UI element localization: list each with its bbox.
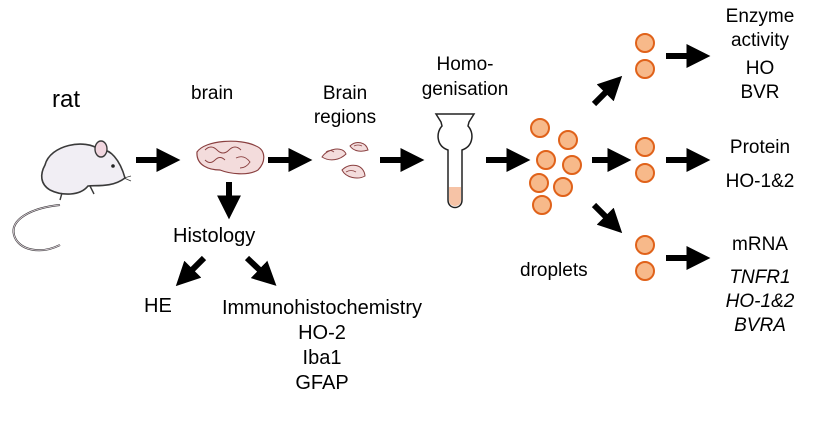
droplets — [529, 33, 655, 281]
droplet-icon — [635, 163, 655, 183]
droplet-icon — [635, 261, 655, 281]
droplet-icon — [553, 177, 573, 197]
protein-line-1: Protein — [729, 137, 791, 158]
droplet-icon — [536, 150, 556, 170]
immunohistochemistry-label: Immunohistochemistry HO-2 Iba1 GFAP — [205, 296, 439, 396]
droplet-icon — [635, 137, 655, 157]
protein-label: Protein HO-1&2 — [705, 136, 815, 194]
homogenisation-label: Homo- genisation — [410, 52, 520, 102]
mrna-title: mRNA — [732, 234, 788, 255]
rat-label: rat — [52, 86, 81, 113]
histology-label: Histology — [173, 225, 256, 247]
enzyme-line-1: Enzyme — [725, 6, 795, 27]
droplet-icon — [635, 235, 655, 255]
enzyme-target-bvr: BVR — [740, 82, 780, 103]
arrow-histology-to-he — [175, 255, 207, 287]
enzyme-target-ho: HO — [745, 58, 775, 79]
enzyme-activity-label: Enzyme activity HO BVR — [705, 5, 815, 105]
brain-regions-line-2: regions — [313, 107, 377, 128]
droplet-icon — [635, 59, 655, 79]
homogenisation-line-2: genisation — [421, 79, 509, 100]
arrow-histology-to-immuno — [244, 255, 277, 286]
droplet-icon — [532, 195, 552, 215]
mrna-gene-ho12: HO-1&2 — [725, 291, 795, 312]
brain-label: brain — [191, 83, 234, 104]
mrna-label: mRNA TNFR1 HO-1&2 BVRA — [705, 233, 815, 338]
brain-regions-icon — [321, 142, 369, 179]
arrows — [136, 44, 711, 287]
droplets-label: droplets — [520, 260, 588, 281]
droplet-icon — [529, 173, 549, 193]
homogenisation-line-1: Homo- — [436, 54, 494, 75]
arrow-droplets-down — [591, 202, 623, 234]
arrow-droplets-up — [591, 75, 623, 107]
immuno-marker-iba1: Iba1 — [302, 347, 342, 369]
droplet-icon — [558, 130, 578, 150]
immuno-line-1: Immunohistochemistry — [221, 297, 423, 319]
brain-regions-label: Brain regions — [300, 82, 390, 130]
brain-icon — [196, 140, 265, 175]
brain-regions-line-1: Brain — [322, 83, 368, 104]
homogeniser-tube-icon — [434, 113, 476, 209]
immuno-marker-ho2: HO-2 — [298, 322, 346, 344]
droplet-icon — [530, 118, 550, 138]
droplet-icon — [562, 155, 582, 175]
mrna-gene-bvra: BVRA — [734, 315, 786, 336]
immuno-marker-gfap: GFAP — [295, 372, 349, 394]
rat-icon — [12, 140, 132, 252]
protein-target: HO-1&2 — [725, 171, 795, 192]
enzyme-line-2: activity — [730, 30, 790, 51]
he-label: HE — [144, 295, 172, 317]
droplet-icon — [635, 33, 655, 53]
mrna-gene-tnfr1: TNFR1 — [729, 267, 791, 288]
